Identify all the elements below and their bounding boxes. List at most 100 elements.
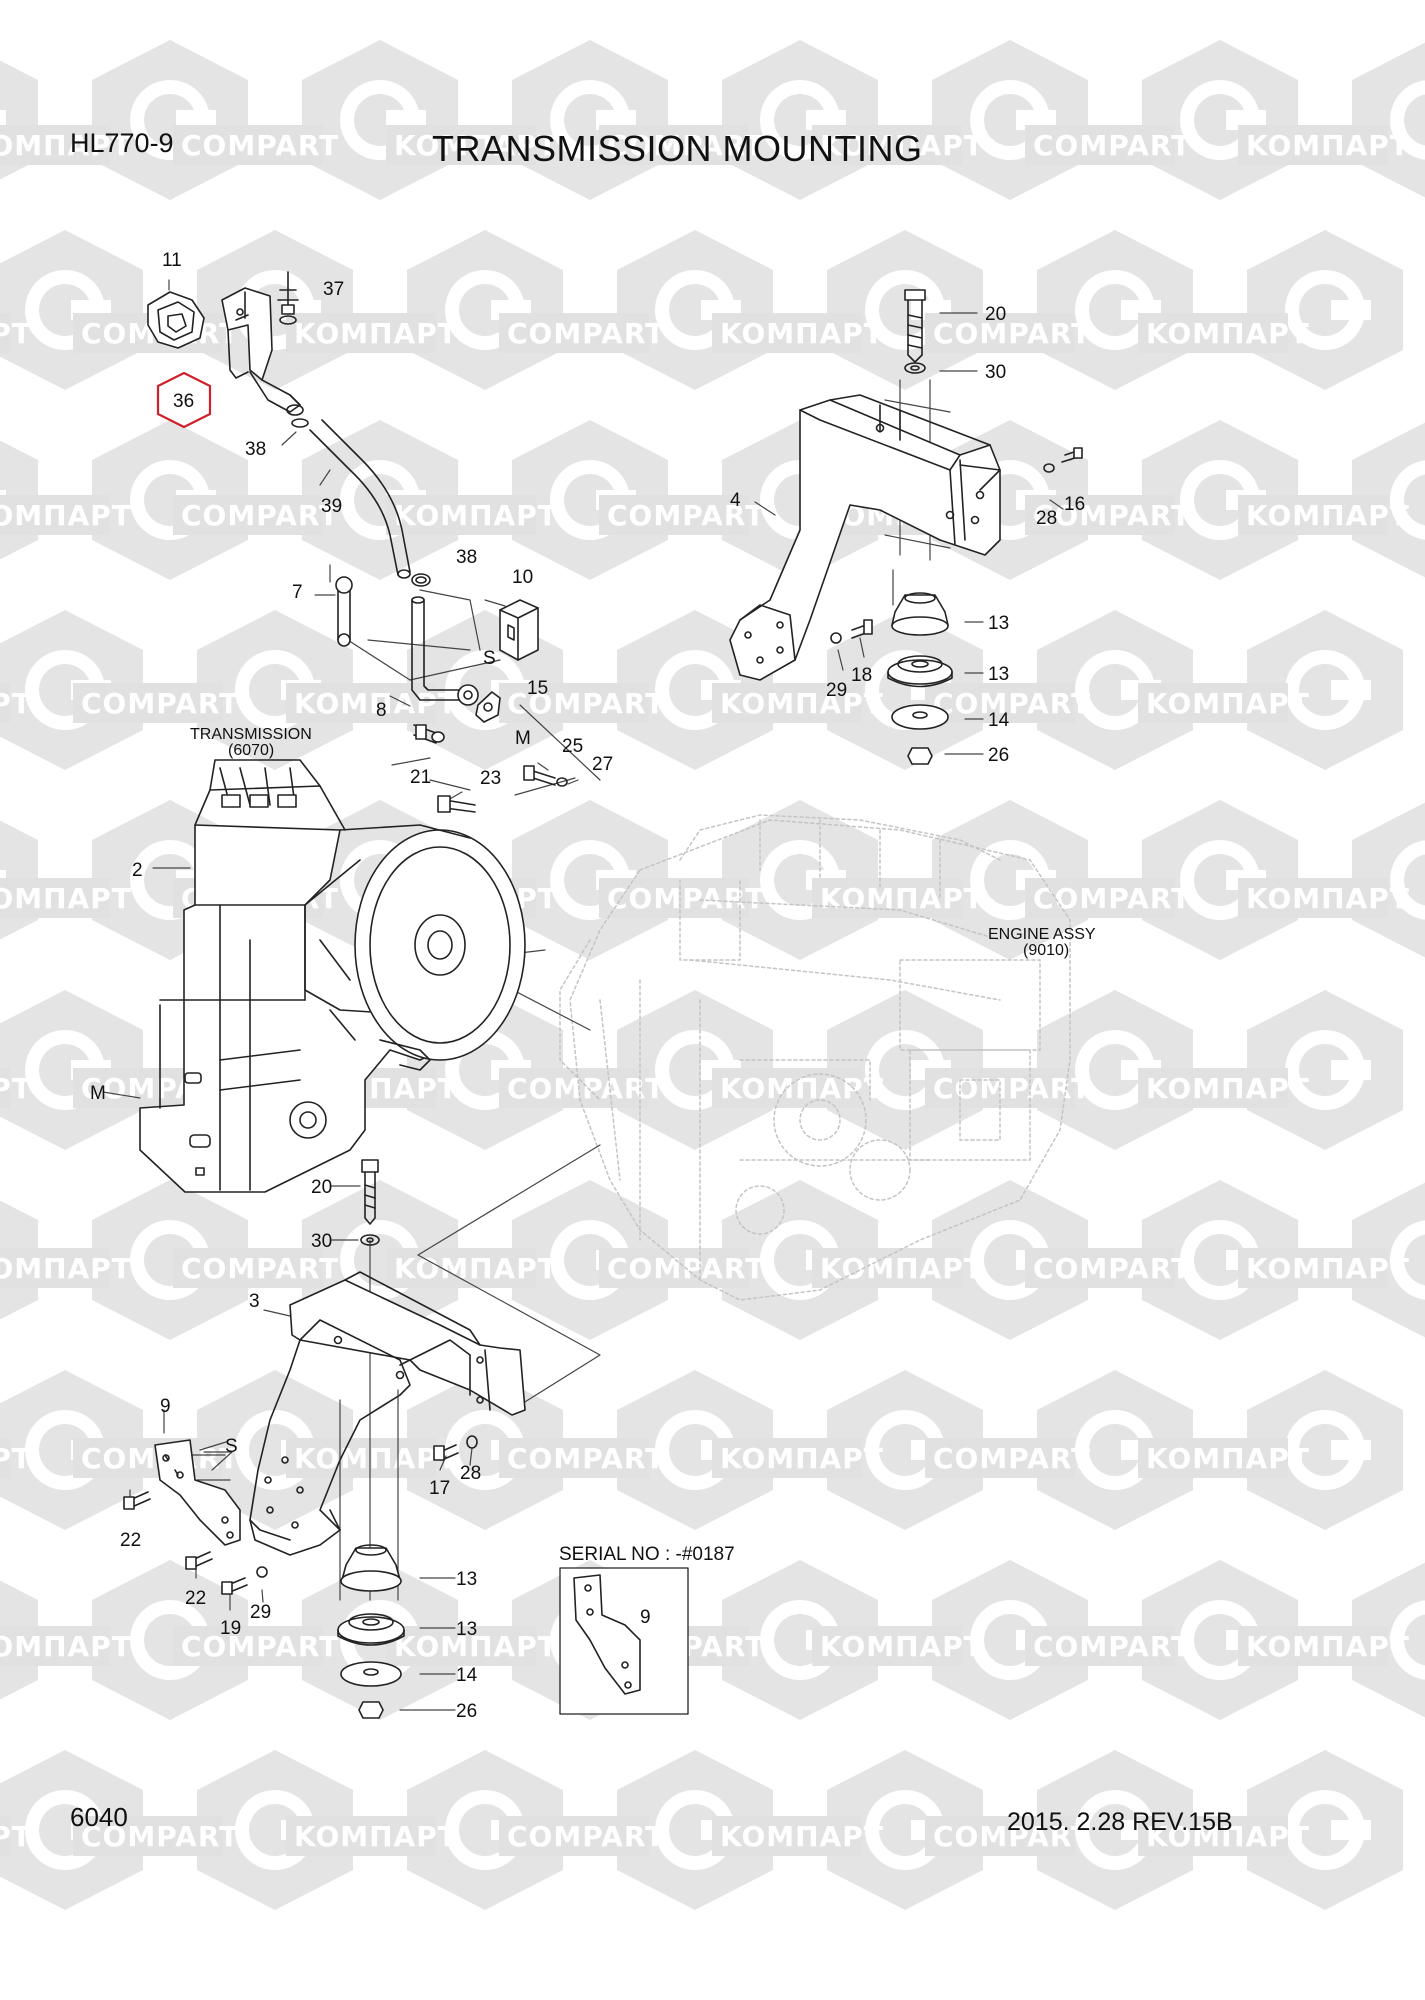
watermark-text: COMPART	[933, 1442, 1091, 1475]
callout-s: S	[225, 1436, 238, 1457]
part-22-bolt-a	[123, 1491, 151, 1510]
watermark-text: COMPART	[607, 129, 765, 162]
watermark-text: KOMПAPT	[820, 1630, 984, 1663]
watermark-text: KOMПAPT	[0, 882, 132, 915]
watermark-text: KOMПAPT	[820, 882, 984, 915]
watermark-text: KOMПAPT	[1246, 499, 1410, 532]
part-39-hose	[309, 419, 411, 579]
watermark-bar	[599, 125, 749, 165]
callout-13: 13	[456, 1619, 477, 1640]
watermark-bar	[0, 878, 110, 918]
part-36-bracket	[221, 287, 304, 416]
watermark-text: COMPART	[181, 1630, 339, 1663]
watermark-text: KOMПAPT	[720, 1442, 884, 1475]
watermark-bar	[499, 1438, 649, 1478]
part-14-washer-right	[891, 704, 949, 730]
watermark-bar	[173, 495, 323, 535]
watermark-text: KOMПAPT	[820, 129, 984, 162]
watermark-bar	[173, 1248, 323, 1288]
callout-9: 9	[160, 1396, 171, 1417]
watermark-text: KOMПAPT	[1146, 687, 1310, 720]
watermark-text: COMPART	[507, 1442, 665, 1475]
callout-20: 20	[311, 1177, 332, 1198]
watermark-text: COMPART	[607, 499, 765, 532]
watermark-text: KOMПAPT	[0, 1630, 132, 1663]
callout-26: 26	[988, 745, 1009, 766]
callout-17: 17	[429, 1478, 450, 1499]
callout-28: 28	[1036, 508, 1057, 529]
part-27-washer	[556, 777, 568, 787]
watermark-text: COMPART	[81, 1820, 239, 1853]
watermark-bar	[1238, 878, 1388, 918]
watermark-text: COMPART	[933, 317, 1091, 350]
watermark-bar	[1138, 1068, 1288, 1108]
callout-22: 22	[185, 1588, 206, 1609]
part-13-mount-left-b	[337, 1613, 405, 1646]
watermark-text: KOMПAPT	[0, 1252, 132, 1285]
part-9-plate-left	[154, 1439, 241, 1546]
watermark-text: KOMПAPT	[394, 499, 558, 532]
watermark-bar	[599, 878, 749, 918]
watermark-bar	[1138, 683, 1288, 723]
watermark-text: KOMПAPT	[394, 1630, 558, 1663]
callout-23: 23	[480, 768, 501, 789]
part-14-washer-left	[340, 1661, 402, 1687]
part-22-bolt-b	[185, 1551, 213, 1570]
callout-36: 36	[173, 391, 194, 412]
callout-10: 10	[512, 567, 533, 588]
watermark-text: COMPART	[507, 1072, 665, 1105]
part-7-link	[335, 576, 353, 647]
part-37-bolt	[277, 271, 299, 325]
watermark-bar	[499, 683, 649, 723]
part-26-nut-right	[907, 747, 933, 765]
callout-3: 3	[249, 1291, 260, 1312]
callout-m: M	[90, 1083, 106, 1104]
callout-13: 13	[988, 664, 1009, 685]
part-25-bolt	[523, 765, 556, 786]
watermark-bar	[925, 313, 1075, 353]
watermark-bar	[386, 1626, 536, 1666]
watermark-text: KOMПAPT	[1246, 129, 1410, 162]
callout-38: 38	[456, 547, 477, 568]
callout-37: 37	[323, 279, 344, 300]
watermark-text: COMPART	[607, 882, 765, 915]
callout-26: 26	[456, 1701, 477, 1722]
callout-7: 7	[292, 582, 303, 603]
callout-11: 11	[162, 250, 182, 271]
part-23-bolt	[437, 795, 476, 813]
callout-28: 28	[460, 1463, 481, 1484]
watermark-bar	[925, 1816, 1075, 1856]
watermark-bar	[599, 1248, 749, 1288]
callout-19: 19	[220, 1618, 241, 1639]
watermark-bar	[1238, 1626, 1388, 1666]
callout-29: 29	[826, 680, 847, 701]
engine-caption: ENGINE ASSY	[988, 926, 1096, 943]
part-20-bolt-bottom	[361, 1159, 379, 1225]
watermark-bar	[0, 1248, 110, 1288]
watermark-text: KOMПAPT	[1246, 882, 1410, 915]
part-11-clamp	[147, 291, 205, 349]
part-2-transmission	[139, 759, 526, 1193]
watermark-text: COMPART	[81, 687, 239, 720]
part-26-nut-left	[358, 1701, 384, 1719]
part-21-connector	[413, 724, 445, 744]
watermark-bar	[386, 1248, 536, 1288]
watermark-bar	[499, 1816, 649, 1856]
part-30-washer-bottom	[360, 1234, 380, 1246]
watermark-text: KOMПAPT	[0, 687, 32, 720]
part-19-bolt	[221, 1577, 248, 1595]
watermark-bar	[812, 878, 962, 918]
watermark-text: COMPART	[1033, 882, 1191, 915]
watermark-bar	[499, 313, 649, 353]
watermark-bar	[1238, 1248, 1388, 1288]
part-38-orings	[291, 418, 431, 587]
callout-30: 30	[985, 362, 1006, 383]
watermark-bar	[1025, 125, 1175, 165]
callout-4: 4	[730, 490, 741, 511]
watermark-text: COMPART	[181, 129, 339, 162]
callout-8: 8	[376, 700, 387, 721]
watermark-bar	[0, 1438, 10, 1478]
watermark-bar	[925, 1438, 1075, 1478]
part-20-bolt-top	[904, 289, 926, 363]
part-28-washer-bottom	[466, 1435, 478, 1449]
